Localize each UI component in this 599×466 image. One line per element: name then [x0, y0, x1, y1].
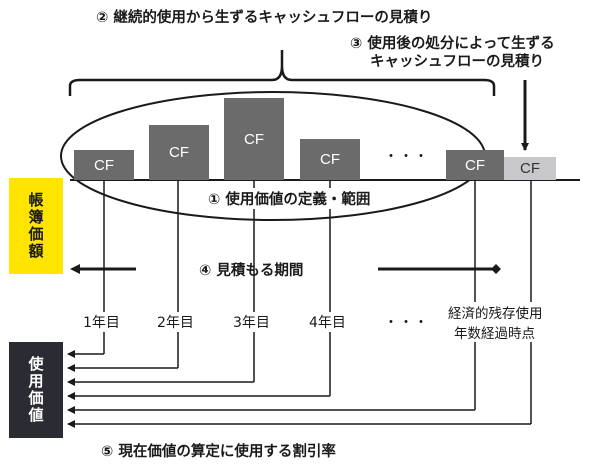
disposal-cf-estimate-label-line2: キャッシュフローの見積り: [370, 54, 544, 70]
value-in-use-box: 使用価値: [9, 342, 63, 438]
year-ellipsis: ・・・: [384, 315, 429, 331]
cf-bar-year-1: CF: [74, 150, 134, 180]
book-value-box: 帳簿価額: [9, 178, 63, 274]
year-label-1: 1年目: [82, 312, 121, 332]
disposal-cf-estimate-label-line1: ③ 使用後の処分によって生ずる: [350, 36, 555, 52]
year-label-4: 4年目: [308, 312, 347, 332]
end-period-label-line2: 年数経過時点: [454, 322, 535, 342]
cf-bar-year-2: CF: [149, 125, 209, 180]
year-label-2: 2年目: [156, 312, 195, 332]
discount-rate-label: ⑤ 現在価値の算定に使用する割引率: [101, 444, 336, 460]
period-end-diamond: [491, 264, 501, 274]
cf-ellipsis: ・・・: [384, 149, 429, 165]
cf-bar-disposal: CF: [504, 157, 556, 180]
cf-bar-year-4: CF: [300, 139, 360, 180]
curly-brace: [68, 50, 496, 96]
period-arrowhead-left: [70, 264, 80, 274]
cf-bar-year-3: CF: [224, 98, 284, 180]
cf-bar-end-period: CF: [446, 150, 504, 180]
year-label-3: 3年目: [232, 312, 271, 332]
end-period-label-line1: 経済的残存使用: [448, 302, 543, 322]
estimation-period-label: ④ 見積もる期間: [199, 263, 304, 279]
definition-scope-label: ① 使用価値の定義・範囲: [208, 188, 371, 209]
continuous-cf-estimate-label: ② 継続的使用から生ずるキャッシュフローの見積り: [96, 10, 433, 26]
